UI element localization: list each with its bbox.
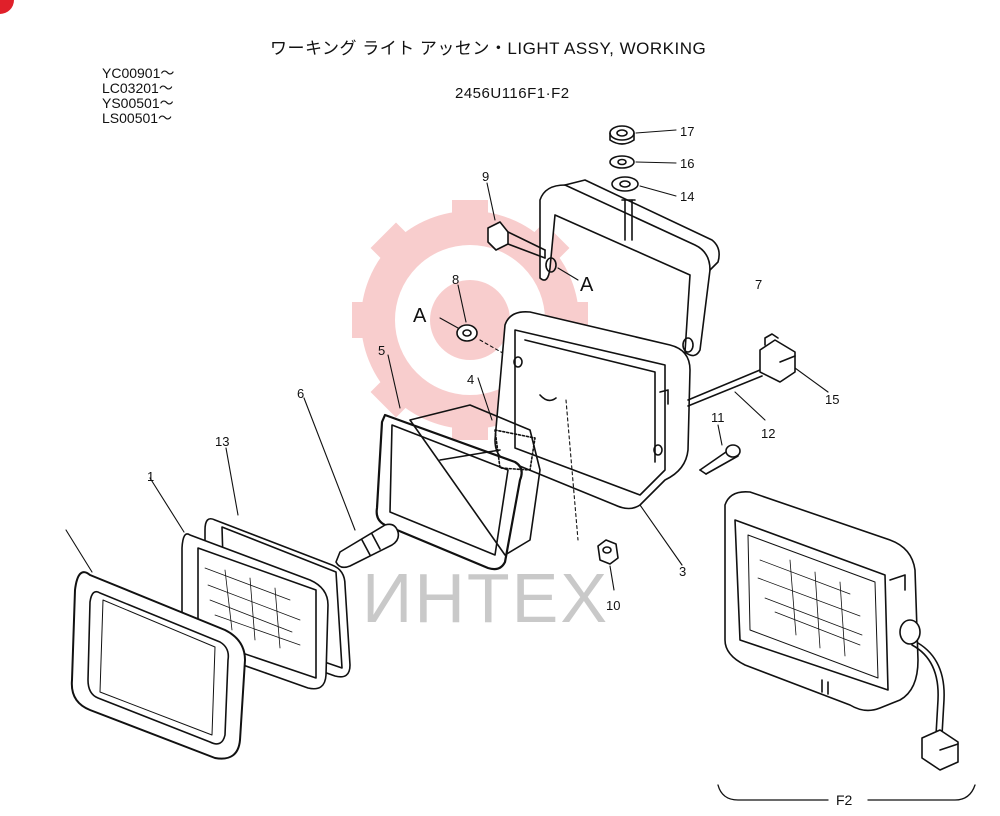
callout-label: 15 <box>825 392 839 407</box>
f2-variant-assembly <box>724 490 959 771</box>
part-15-connector <box>759 333 829 393</box>
reference-mark-a: A <box>413 305 427 327</box>
callout-label: 16 <box>680 156 694 171</box>
part-10-nut <box>565 399 619 591</box>
callout-label: 12 <box>761 426 775 441</box>
variant-label-f2: F2 <box>836 792 853 808</box>
callout-label: 1 <box>147 469 154 484</box>
part-9-bolt <box>486 182 546 259</box>
callout-labels: 1 3 4 5 6 7 8 9 10 11 12 13 14 15 16 17 <box>147 124 839 613</box>
callout-label: 8 <box>452 272 459 287</box>
part-12-cable <box>687 369 766 421</box>
callout-label: 6 <box>297 386 304 401</box>
callout-label: 4 <box>467 372 474 387</box>
callout-label: 7 <box>755 277 762 292</box>
serial-number: LC03201～ <box>102 80 173 96</box>
part-16-washer <box>609 155 677 169</box>
diagram-title: ワーキング ライト アッセン・LIGHT ASSY, WORKING <box>270 39 707 58</box>
callout-label: 9 <box>482 169 489 184</box>
serial-number-list: YC00901～ LC03201～ YS00501～ LS00501～ <box>102 66 174 126</box>
part-6-bulb <box>303 397 400 569</box>
reference-mark-a: A <box>580 274 594 296</box>
part-3-housing <box>494 310 691 566</box>
part-number: 2456U116F1·F2 <box>455 85 570 102</box>
callout-label: 11 <box>711 410 725 425</box>
serial-number: YC00901～ <box>102 65 175 81</box>
part-14-washer <box>611 176 677 197</box>
serial-number: LS00501～ <box>102 110 173 126</box>
callout-label: 3 <box>679 564 686 579</box>
callout-label: 5 <box>378 343 385 358</box>
part-8-washer <box>439 284 516 361</box>
part-4-reflector <box>409 377 541 556</box>
part-11-screw <box>699 424 741 475</box>
part-17-nut <box>609 125 677 145</box>
part-7-bracket <box>539 179 720 357</box>
callout-label: 10 <box>606 598 620 613</box>
watermark-text: ИНТЕХ <box>362 559 609 637</box>
serial-number: YS00501～ <box>102 95 174 111</box>
callout-label: 13 <box>215 434 229 449</box>
front-bezel <box>65 529 246 760</box>
callout-label: 14 <box>680 189 694 204</box>
reference-marks: A A <box>413 274 594 327</box>
f2-bracket <box>717 784 976 801</box>
callout-label: 17 <box>680 124 694 139</box>
